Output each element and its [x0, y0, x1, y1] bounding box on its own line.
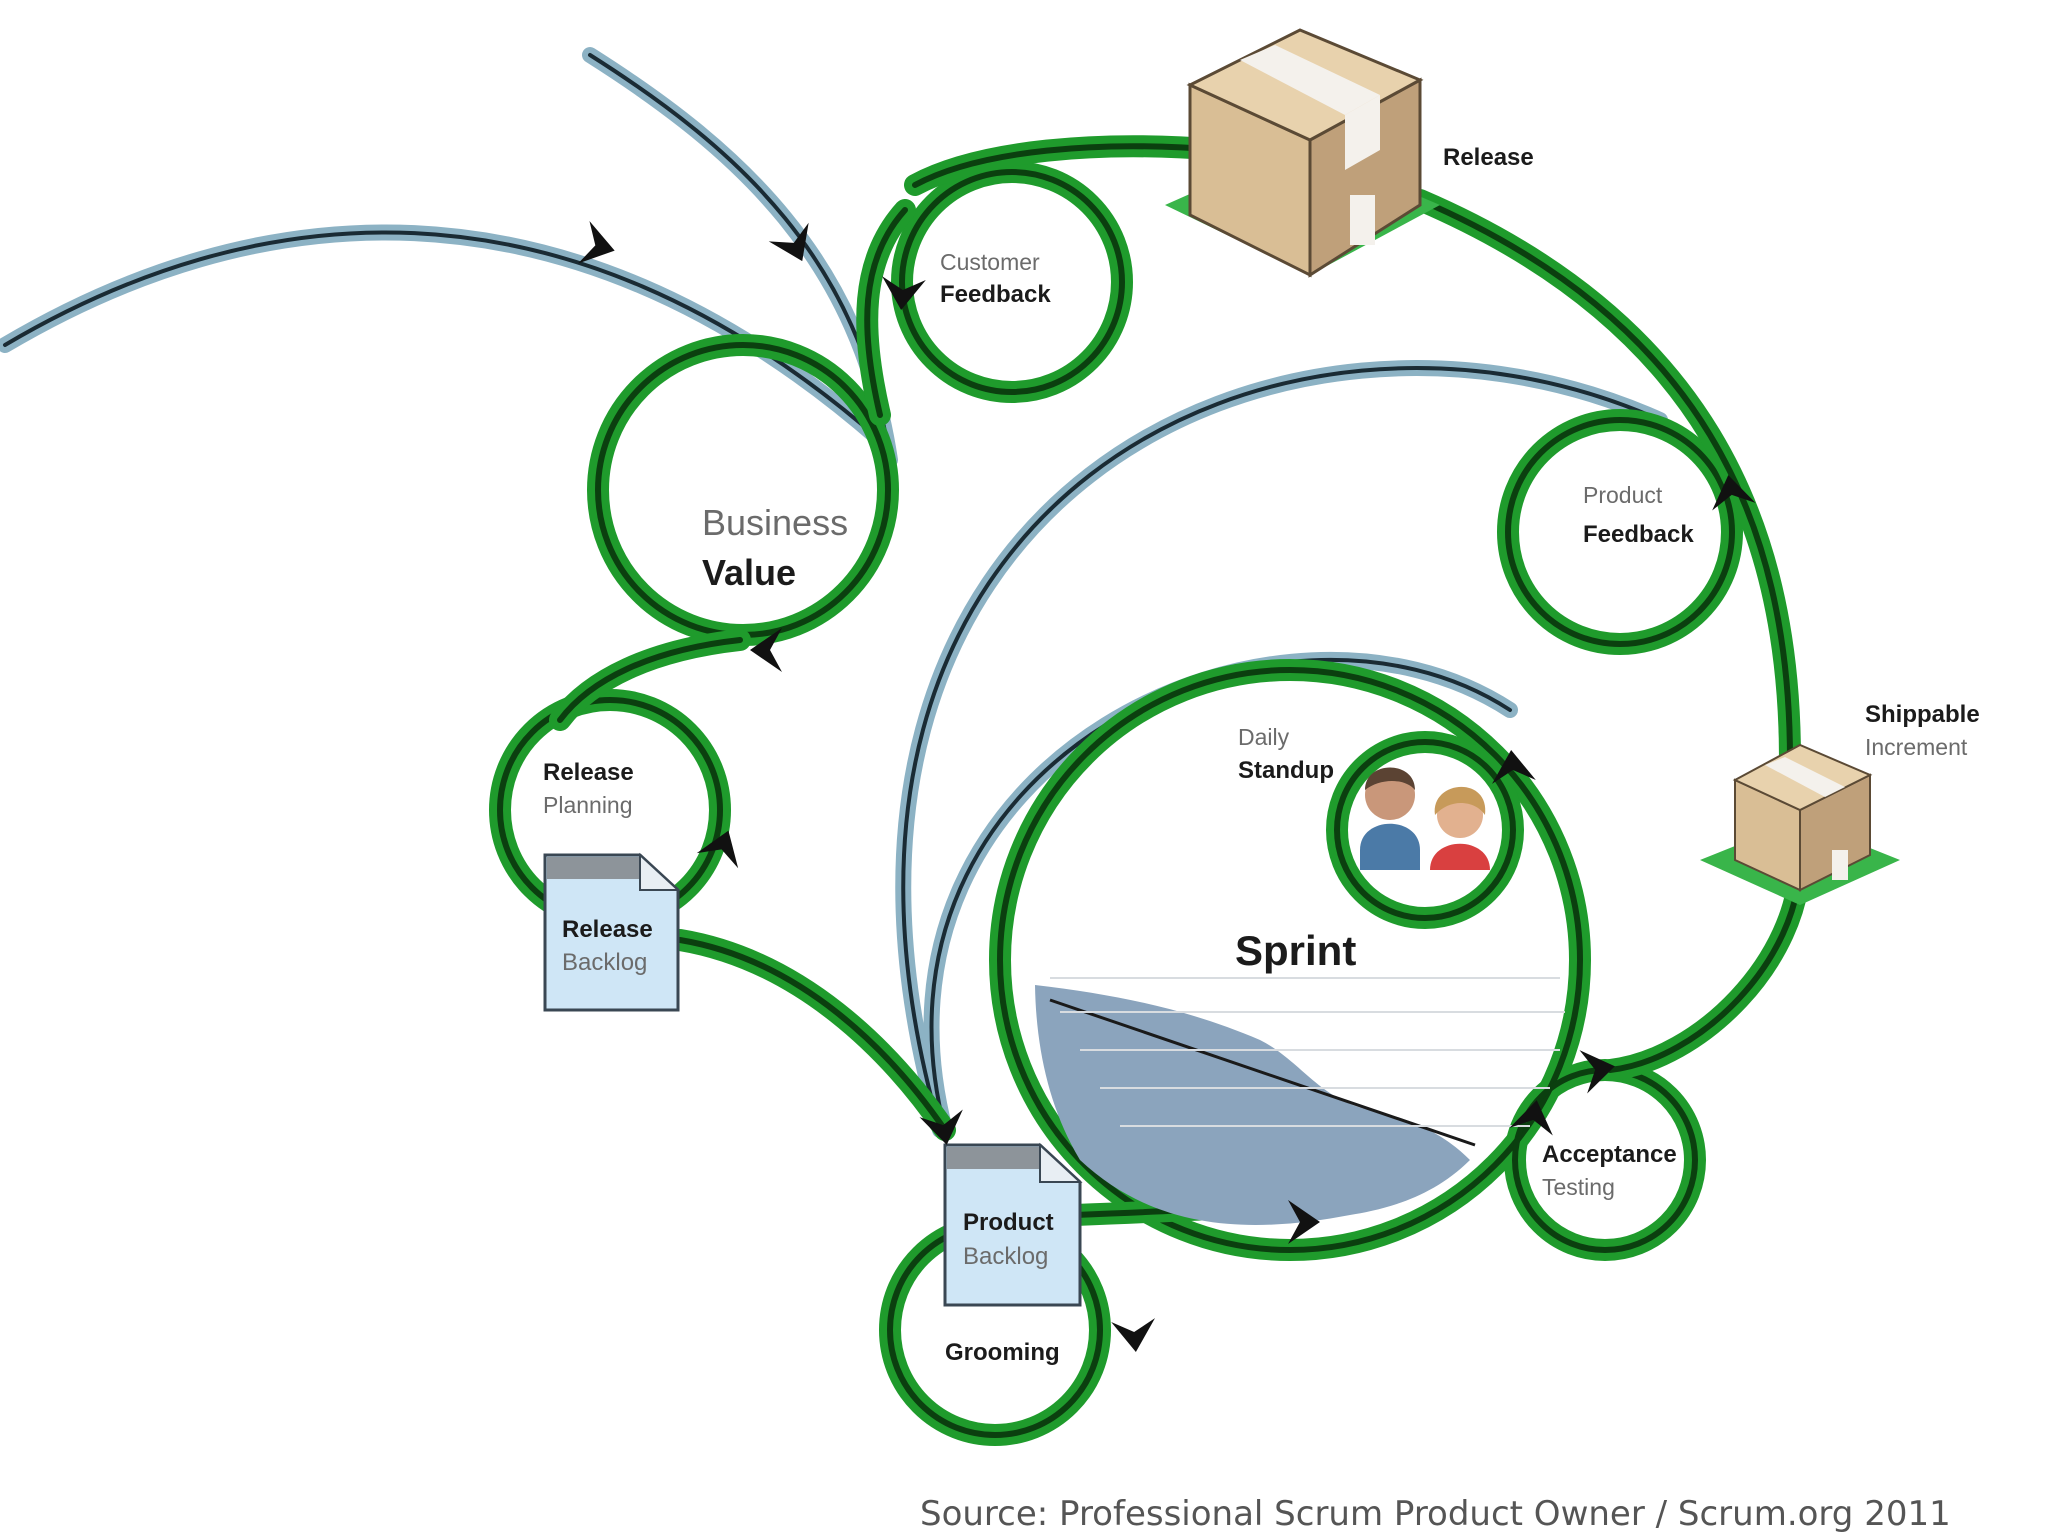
diagram-labels: Customer Feedback Release Business Value…: [543, 144, 1980, 1534]
product-backlog-label-line2: Backlog: [963, 1243, 1048, 1270]
product-feedback-label-line2: Feedback: [1583, 521, 1694, 548]
cycle-paths: [549, 135, 1811, 1226]
release-planning-label-line1: Release: [543, 759, 634, 786]
business-value-label-line1: Business: [702, 502, 848, 543]
release-backlog-label-line2: Backlog: [562, 949, 647, 976]
product-feedback-label-line1: Product: [1583, 482, 1663, 508]
sprint-label: Sprint: [1235, 927, 1356, 974]
people-icon: [1360, 767, 1490, 870]
acceptance-testing-label-line2: Testing: [1542, 1174, 1615, 1200]
release-planning-label-line2: Planning: [543, 792, 633, 818]
document-icon: [943, 1142, 1083, 1307]
daily-standup-label-line1: Daily: [1238, 724, 1290, 750]
customer-feedback-label-line2: Feedback: [940, 281, 1051, 308]
customer-feedback-label-line1: Customer: [940, 249, 1040, 275]
document-icon: [543, 852, 681, 1012]
shippable-increment-label-line2: Increment: [1865, 734, 1968, 760]
shippable-increment-label-line1: Shippable: [1865, 701, 1980, 728]
business-value-label-line2: Value: [702, 552, 796, 593]
release-label: Release: [1443, 144, 1534, 171]
product-backlog-label-line1: Product: [963, 1209, 1054, 1236]
cycle-circles: [489, 161, 1743, 1446]
cardboard-box-icon: [1165, 28, 1440, 278]
source-caption: Source: Professional Scrum Product Owner…: [920, 1494, 1951, 1534]
acceptance-testing-label-line1: Acceptance: [1542, 1141, 1677, 1168]
release-backlog-label-line1: Release: [562, 916, 653, 943]
sprint-burndown: [1035, 977, 1565, 1225]
cardboard-box-icon: [1700, 743, 1900, 905]
grooming-label: Grooming: [945, 1339, 1060, 1366]
daily-standup-label-line2: Standup: [1238, 757, 1334, 784]
